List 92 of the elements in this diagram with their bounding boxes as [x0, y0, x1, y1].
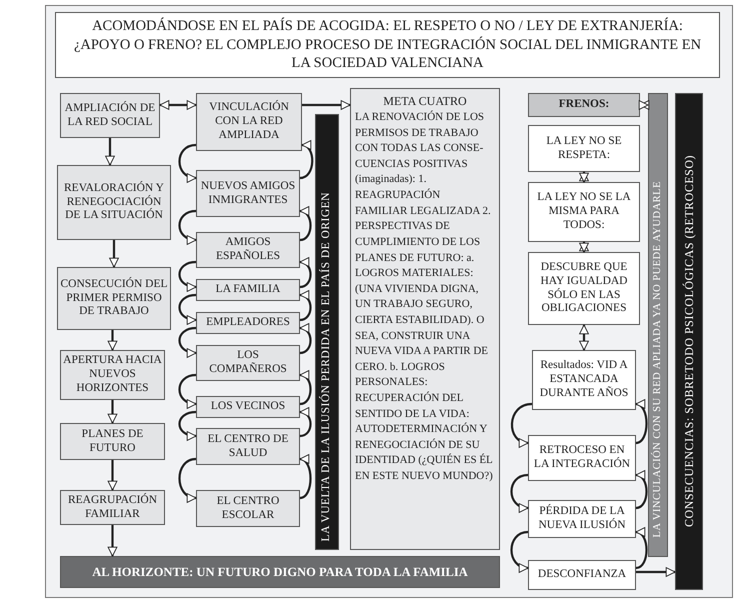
curved-arrow [510, 474, 528, 512]
process-box [196, 312, 300, 334]
box-heading: META CUATRO [382, 93, 468, 110]
process-box [57, 267, 171, 330]
box-label: AL HORIZONTE: UN FUTURO DIGNO PARA TODA LA FAMILIA [92, 564, 468, 580]
box-label: PLANES DE FUTURO [80, 428, 144, 456]
box-label: DESCUBRE QUE HAY IGUALDAD SÓLO EN LAS OBLIGACIONES [540, 260, 628, 316]
arrow [108, 330, 118, 350]
process-box [196, 345, 300, 381]
arrow [160, 100, 196, 110]
box-label: EL CENTRO DE SALUD [206, 432, 290, 460]
box-label: VINCULACIÓN CON LA RED AMPLIADA [208, 101, 290, 143]
arrow [638, 100, 650, 110]
arrow [108, 525, 118, 556]
band-label: LA VINCULACIÓN CON SU RED APLIADA YA NO PUEDE AYUDARLE [652, 181, 664, 538]
curved-arrow [178, 374, 196, 408]
arrow [302, 100, 350, 110]
process-box [196, 93, 302, 151]
curved-arrow [178, 410, 196, 440]
band-label: LA VUELTA DE LA ILUSIÓN PERDIDA EN EL PAÍS DE ORIGEN [320, 192, 334, 541]
curved-arrow [300, 324, 312, 354]
arrow [109, 240, 119, 268]
process-box [528, 252, 640, 325]
process-box [196, 490, 300, 527]
curved-arrow [636, 401, 648, 444]
process-box [196, 232, 300, 268]
box-label: LA FAMILIA [216, 283, 280, 297]
box-label: AMIGOS ESPAÑOLES [214, 236, 282, 264]
box-label: AMPLIACIÓN DE LA RED SOCIAL [64, 102, 156, 130]
process-box [57, 165, 171, 240]
process-box [532, 350, 636, 410]
process-box [196, 279, 300, 301]
curved-arrow [178, 210, 196, 244]
curved-arrow [178, 326, 196, 357]
box-label: REVALORACIÓN Y RENEGOCIACIÓN DE LA SITUACIÓN [63, 182, 165, 224]
arrow [579, 172, 589, 182]
curved-arrow [300, 258, 312, 288]
curved-arrow [300, 372, 312, 406]
curved-arrow [636, 472, 648, 510]
vertical-band [315, 114, 339, 550]
process-box [196, 170, 300, 217]
curved-arrow [300, 292, 312, 322]
text-panel [350, 88, 500, 550]
curved-arrow [300, 142, 314, 180]
process-box [528, 182, 640, 242]
box-label: LA LEY NO SE RESPETA: [545, 134, 623, 162]
arrow [579, 242, 589, 252]
curved-arrow [636, 529, 648, 570]
curved-arrow [300, 456, 312, 500]
curved-arrow [510, 402, 532, 446]
box-label: FRENOS: [558, 98, 610, 112]
box-label: EL CENTRO ESCOLAR [216, 494, 280, 522]
box-label: DESCONFIANZA [538, 568, 626, 582]
box-label: Resultados: VID A ESTANCADA DURANTE AÑOS [538, 359, 630, 401]
arrow [636, 567, 676, 577]
box-label: CONSECUCIÓN DEL PRIMER PERMISO DE TRABAJO [60, 278, 168, 320]
curved-arrow [300, 408, 312, 438]
curved-arrow [178, 458, 196, 502]
arrow [579, 324, 589, 350]
process-box [60, 490, 165, 525]
process-box [196, 396, 300, 418]
title-banner: ACOMODÁNDOSE EN EL PAÍS DE ACOGIDA: EL RESPETO O NO / LEY DE EXTRANJERÍA: ¿APOYO O FRENO? EL COMPLEJO PROCESO DE INTEGRACIÓN SOCIAL DEL INMIGRANTE EN LA SOCIEDAD VALENCIANA [55, 12, 720, 78]
box-label: REAGRUPACIÓN FAMILIAR [66, 494, 158, 522]
box-label: NUEVOS AMIGOS INMIGRANTES [200, 180, 296, 208]
process-box [528, 435, 636, 481]
process-box [528, 560, 636, 590]
box-label: RETROCESO EN LA INTEGRACIÓN [532, 444, 632, 472]
header-box [528, 93, 640, 117]
box-label: APERTURA HACIA NUEVOS HORIZONTES [63, 354, 162, 396]
box-label: LA RENOVACIÓN DE LOS PERMISOS DE TRABAJO CON TODAS LAS CONSE- CUENCIAS POSITIVAS (imaginadas): 1. REAGRUPACIÓN FAMILIAR LEGALIZADA 2. PERSPECTIVAS DE CUMPLIMIENTO DE LOS PLANES DE FUTURO: a. LOGROS MATERIALES: (UNA VIVIENDA DIGNA, UN TRABAJO SEGURO, CIERTA ESTABILIDAD). O SEA, CONSTRUIR UNA NUEVA VIDA A PARTIR DE CERO. b. LOGROS PERSONALES: RECUPERACIÓN DEL SENTIDO DE LA VIDA: AUTODETERMINACIÓN Y RENEGOCIACIÓN DE SU IDENTIDAD (¿QUIÉN ES ÉL EN ESTE NUEVO MUNDO?) [355, 110, 494, 484]
process-box [60, 423, 165, 460]
arrow [105, 138, 115, 166]
curved-arrow [510, 530, 528, 572]
arrow [108, 460, 118, 490]
process-box [528, 500, 636, 538]
curved-arrow [178, 294, 196, 324]
arrow [108, 400, 118, 424]
process-box [528, 125, 640, 172]
conclusion-bar [60, 556, 500, 588]
box-label: LA LEY NO SE LA MISMA PARA TODOS: [536, 191, 632, 233]
curved-arrow [300, 208, 312, 242]
box-label: LOS VECINOS [210, 400, 286, 414]
band-label: CONSECUENCIAS: SOBRETODO PSICOLÓGICAS (RETROCESO) [682, 155, 696, 527]
process-box [196, 428, 300, 465]
box-label: PÉRDIDA DE LA NUEVA ILUSIÓN [538, 505, 626, 533]
box-label: EMPLEADORES [206, 316, 290, 330]
process-box [60, 93, 160, 138]
box-label: LOS COMPAÑEROS [208, 349, 288, 377]
curved-arrow [178, 144, 196, 182]
vertical-band [648, 93, 668, 557]
vertical-band [675, 93, 703, 590]
curved-arrow [178, 260, 196, 291]
